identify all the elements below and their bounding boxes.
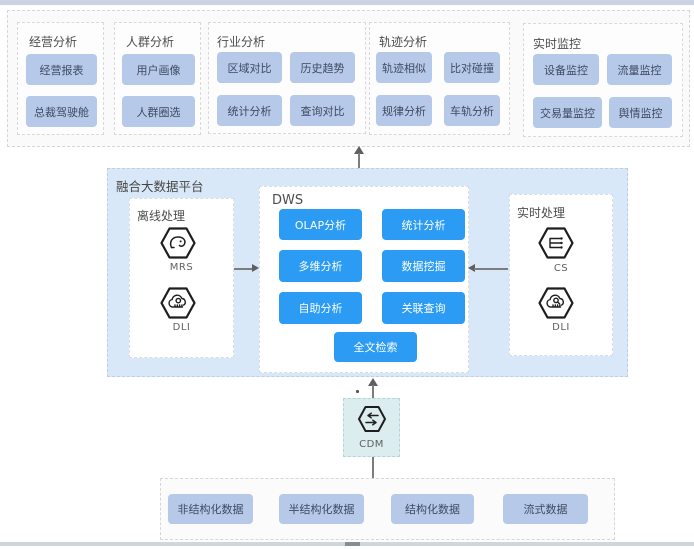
arrow-cdm-to-platform-line — [372, 385, 374, 398]
box-title: DWS — [272, 193, 304, 208]
dws-capability-chip: 全文检索 — [334, 332, 417, 362]
group-title: 轨迹分析 — [379, 35, 428, 49]
analysis-chip: 舆情监控 — [609, 97, 672, 128]
arrow-realtime-to-dws-line — [474, 268, 508, 270]
dws-capability-chip: 数据挖掘 — [382, 250, 465, 282]
realtime-processing-box: 实时处理 CS DLI — [509, 194, 613, 356]
window-top-edge-bar — [0, 0, 694, 5]
analysis-chip: 区域对比 — [217, 52, 282, 83]
dws-capability-chip: OLAP分析 — [279, 209, 362, 240]
arrow-offline-to-dws-head — [252, 264, 259, 272]
cs-stream-hexagon-icon — [538, 227, 574, 259]
cdm-label: CDM — [359, 439, 384, 450]
analysis-chip: 流量监控 — [607, 54, 672, 85]
group-title: 经营分析 — [29, 35, 78, 49]
data-sources-container: 非结构化数据 半结构化数据 结构化数据 流式数据 — [160, 478, 615, 540]
analysis-chip: 历史趋势 — [290, 52, 355, 83]
application-layer-container: 经营分析 经营报表 总裁驾驶舱 人群分析 用户画像 人群圈选 行业分析 区域对比… — [7, 10, 690, 147]
dli-cloud-hexagon-icon — [160, 287, 196, 319]
analysis-chip: 经营报表 — [26, 54, 97, 85]
platform-title: 融合大数据平台 — [116, 179, 204, 194]
offline-processing-box: 离线处理 MRS DLI — [129, 198, 234, 358]
mrs-elephant-hexagon-icon — [160, 227, 196, 259]
data-source-chip: 非结构化数据 — [168, 494, 253, 524]
dws-capability-chip: 统计分析 — [382, 209, 465, 240]
fusion-big-data-platform: 融合大数据平台 离线处理 MRS DLI — [107, 168, 628, 377]
dws-capability-chip: 关联查询 — [382, 292, 465, 324]
analysis-group-industry: 行业分析 区域对比 历史趋势 统计分析 查询对比 — [208, 22, 366, 134]
analysis-chip: 总裁驾驶舱 — [26, 96, 97, 127]
data-source-chip: 半结构化数据 — [279, 494, 364, 524]
arrow-offline-to-dws-line — [234, 268, 254, 270]
arrow-up-to-apps-head — [354, 146, 364, 154]
cdm-swap-hexagon-icon — [358, 406, 386, 432]
data-source-chip: 结构化数据 — [391, 494, 474, 524]
stray-dot — [356, 390, 359, 393]
dli-cloud-search-hexagon-icon — [538, 287, 574, 319]
analysis-chip: 设备监控 — [533, 54, 599, 85]
data-source-chip: 流式数据 — [503, 494, 588, 524]
analysis-chip: 用户画像 — [122, 54, 195, 85]
analysis-chip: 查询对比 — [290, 95, 355, 126]
analysis-chip: 规律分析 — [376, 95, 432, 126]
arrow-realtime-to-dws-head — [468, 264, 475, 272]
horizontal-scrollbar-thumb[interactable] — [345, 542, 360, 546]
arrow-cdm-to-platform-head — [368, 378, 378, 386]
service-label: CS — [553, 263, 569, 274]
group-title: 人群分析 — [126, 35, 175, 49]
analysis-chip: 车轨分析 — [444, 95, 500, 126]
dws-box: DWS OLAP分析 统计分析 多维分析 数据挖掘 自助分析 关联查询 全文检索 — [259, 186, 469, 373]
analysis-chip: 交易量监控 — [533, 97, 602, 128]
analysis-group-trajectory: 轨迹分析 轨迹相似 比对碰撞 规律分析 车轨分析 — [369, 22, 510, 135]
analysis-chip: 比对碰撞 — [444, 52, 500, 83]
cdm-box: CDM — [343, 398, 400, 457]
service-label: DLI — [172, 322, 191, 333]
service-label: MRS — [169, 262, 194, 273]
group-title: 行业分析 — [217, 35, 266, 49]
analysis-chip: 人群圈选 — [122, 96, 195, 127]
box-title: 离线处理 — [137, 209, 186, 223]
dws-capability-chip: 多维分析 — [279, 250, 362, 282]
analysis-group-crowd: 人群分析 用户画像 人群圈选 — [114, 22, 201, 135]
dws-capability-chip: 自助分析 — [279, 292, 362, 324]
analysis-chip: 轨迹相似 — [376, 52, 432, 83]
analysis-group-realtime-monitor: 实时监控 设备监控 流量监控 交易量监控 舆情监控 — [523, 23, 683, 137]
analysis-chip: 统计分析 — [217, 95, 282, 126]
analysis-group-business: 经营分析 经营报表 总裁驾驶舱 — [17, 22, 104, 135]
box-title: 实时处理 — [517, 206, 566, 220]
service-label: DLI — [552, 322, 570, 333]
group-title: 实时监控 — [533, 37, 582, 51]
line-sources-to-cdm — [372, 457, 374, 478]
arrow-up-to-apps-line — [358, 153, 360, 168]
